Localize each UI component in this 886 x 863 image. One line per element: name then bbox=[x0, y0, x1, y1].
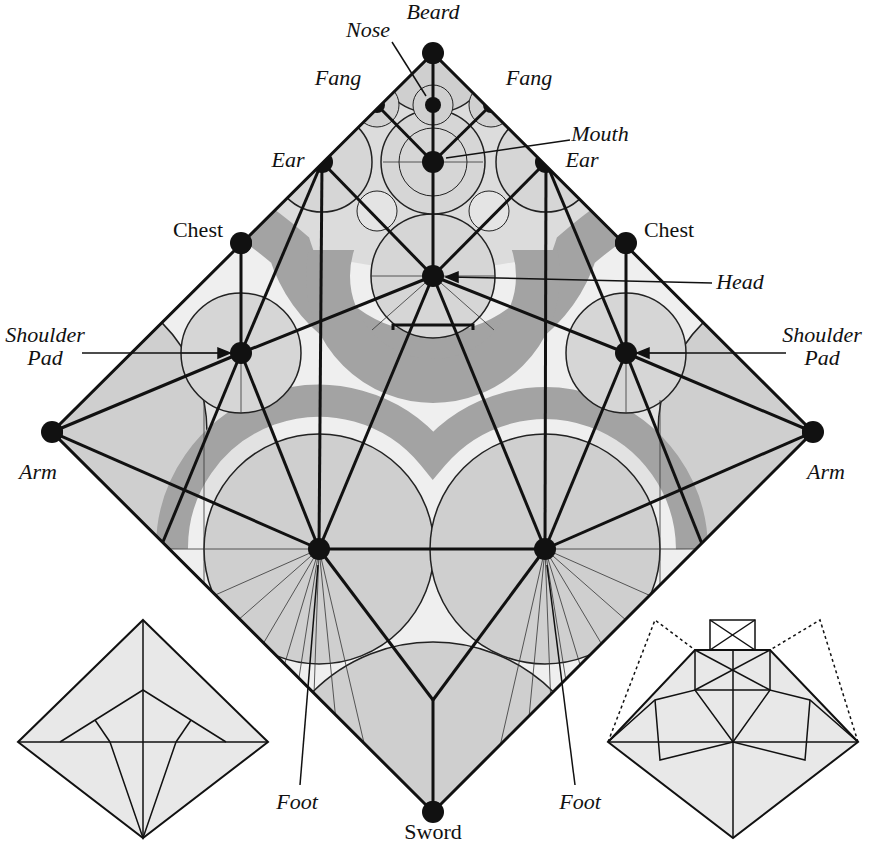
part-label: Shoulder Pad bbox=[782, 323, 862, 369]
part-label: Fang bbox=[315, 66, 361, 89]
part-label: Beard bbox=[407, 0, 460, 23]
part-label: Sword bbox=[404, 820, 461, 843]
part-label: Ear bbox=[566, 148, 599, 171]
part-label: Ear bbox=[272, 148, 305, 171]
part-label: Fang bbox=[506, 66, 552, 89]
part-label: Arm bbox=[19, 460, 57, 483]
part-label: Foot bbox=[559, 790, 601, 813]
part-label: Shoulder Pad bbox=[5, 323, 85, 369]
part-label: Nose bbox=[346, 18, 390, 41]
part-label: Head bbox=[716, 270, 764, 293]
part-label: Foot bbox=[276, 790, 318, 813]
part-label: Mouth bbox=[571, 122, 628, 145]
part-label: Chest bbox=[644, 218, 694, 241]
part-label: Chest bbox=[173, 218, 223, 241]
part-label: Arm bbox=[807, 460, 845, 483]
